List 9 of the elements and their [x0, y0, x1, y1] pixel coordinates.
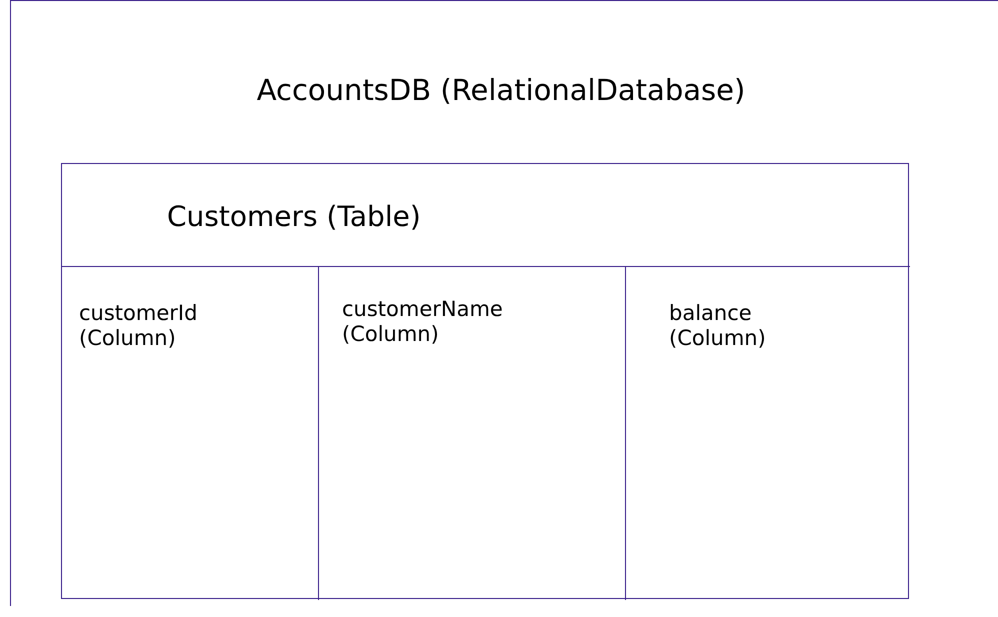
- column-label: balance (Column): [669, 301, 767, 352]
- table-box: [61, 163, 909, 599]
- column-box: [61, 266, 319, 600]
- column-label: customerId (Column): [79, 301, 198, 352]
- column-box: [318, 266, 626, 600]
- database-frame: [10, 0, 998, 606]
- table-name: Customers (Table): [167, 200, 422, 234]
- column-label: customerName (Column): [342, 297, 504, 348]
- database-name: AccountsDB (RelationalDatabase): [256, 73, 746, 108]
